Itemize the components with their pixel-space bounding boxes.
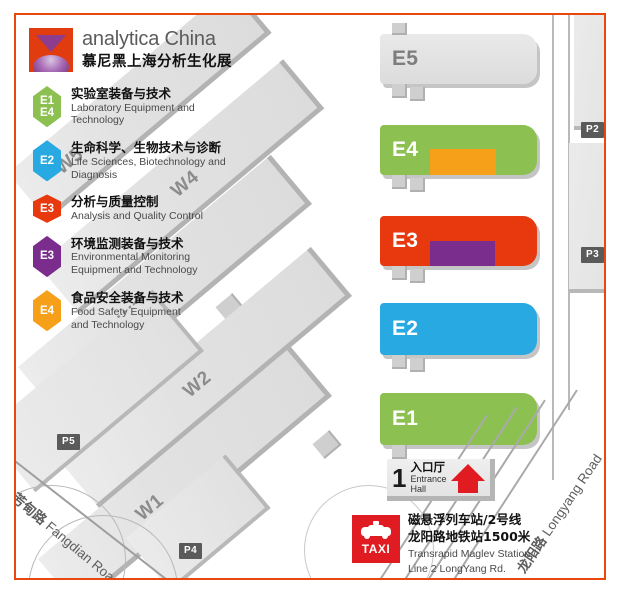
parking-p4-label: P4: [184, 545, 198, 556]
legend-title-en-5: Food Safety Equipment and Technology: [71, 305, 181, 331]
transit-cn-line2: 龙阳路地铁站1500米: [408, 528, 531, 544]
parking-marker-p3[interactable]: P3: [581, 247, 604, 263]
hall-connector-e5-bottom2: [410, 87, 425, 101]
hall-connector-e2-bottom2: [410, 358, 425, 372]
parking-lot-p3: [569, 143, 604, 293]
legend-item-analysis-quality[interactable]: E3 分析与质量控制 Analysis and Quality Control: [23, 194, 368, 223]
entrance-hall-sign[interactable]: 1 入口厅 Entrance Hall: [387, 459, 495, 501]
brand-name-cn: 慕尼黑上海分析生化展: [82, 54, 232, 70]
legend-item-life-sciences[interactable]: E2 生命科学、生物技术与诊断 Life Sciences, Biotechno…: [23, 140, 368, 182]
legend-item-laboratory-equipment[interactable]: E1 E4 实验室装备与技术 Laboratory Equipment and …: [23, 86, 368, 128]
legend-hex-e2: E2: [33, 140, 61, 182]
legend-hex-e1-e4: E1 E4: [33, 86, 61, 128]
legend-title-en-1: Laboratory Equipment and Technology: [71, 101, 195, 127]
brand-logo: analytica China 慕尼黑上海分析生化展: [23, 28, 368, 72]
hall-e4-label: E4: [392, 138, 419, 161]
taxi-badge[interactable]: TAXI: [352, 515, 400, 563]
legend-hex-code-e2: E2: [39, 154, 55, 167]
entrance-label-en-2: Hall: [410, 483, 426, 494]
hall-e4-zone-food-safety: [430, 149, 496, 175]
legend-hex-e3-red: E3: [33, 194, 61, 223]
hall-connector-e5-top: [392, 23, 407, 35]
hall-connector-e4-bottom2: [410, 178, 425, 192]
taxi-label: TAXI: [361, 541, 391, 556]
legend-item-environmental-monitoring[interactable]: E3 环境监测装备与技术 Environmental Monitoring Eq…: [23, 235, 368, 278]
legend-title-cn-5: 食品安全装备与技术: [71, 290, 184, 306]
exhibition-map-frame: W5 W4 W3 W2 W1 E5 E4: [14, 13, 606, 580]
hall-e3-zone-environmental: [430, 241, 495, 266]
legend-hex-code-e3-red: E3: [39, 202, 55, 215]
hall-e1-label: E1: [392, 407, 419, 430]
hall-connector-e5-bottom: [392, 84, 407, 98]
legend-title-en-2: Life Sciences, Biotechnology and Diagnos…: [71, 155, 226, 181]
hall-connector-e4-bottom: [392, 175, 407, 189]
parking-p5-label: P5: [62, 436, 76, 447]
entrance-arrow-icon: [451, 463, 485, 493]
transit-info: 磁悬浮列车站/2号线 龙阳路地铁站1500米 Transrapid Maglev…: [408, 512, 588, 580]
parking-marker-p2[interactable]: P2: [581, 122, 604, 138]
entrance-label-cn: 入口厅: [410, 460, 445, 475]
transit-en-line1: Transrapid Maglev Station /: [408, 547, 537, 560]
legend-panel: analytica China 慕尼黑上海分析生化展 E1 E4 实验室装备与技…: [23, 28, 368, 332]
parking-marker-p5[interactable]: P5: [57, 434, 81, 450]
legend-item-food-safety[interactable]: E4 食品安全装备与技术 Food Safety Equipment and T…: [23, 290, 368, 332]
hall-e2[interactable]: E2: [380, 303, 537, 355]
legend-hex-e4-orange: E4: [33, 290, 61, 332]
legend-title-cn-2: 生命科学、生物技术与诊断: [71, 140, 222, 156]
legend-title-cn-3: 分析与质量控制: [71, 194, 159, 210]
transit-en-line2: Line 2 LongYang Rd.: [408, 563, 506, 576]
legend-hex-code-e4-orange: E4: [39, 304, 55, 317]
brand-name-en: analytica China: [82, 28, 216, 50]
legend-hex-code-e1: E1: [39, 94, 55, 107]
legend-hex-e3-purple: E3: [33, 235, 61, 278]
hall-connector-w2: [312, 430, 342, 459]
hall-connector-e1-bottom: [392, 445, 407, 459]
taxi-car-icon: [361, 520, 391, 539]
hall-e5[interactable]: E5: [380, 34, 537, 84]
analytica-funnel-logo-icon: [29, 28, 73, 72]
parking-p2-label: P2: [586, 124, 600, 135]
parking-marker-p4[interactable]: P4: [179, 543, 203, 559]
transit-cn-line1: 磁悬浮列车站/2号线: [408, 512, 522, 527]
hall-e2-label: E2: [392, 317, 419, 340]
legend-hex-code-e3-purple: E3: [39, 250, 55, 263]
entrance-label-en-1: Entrance: [410, 473, 447, 484]
legend-title-en-3: Analysis and Quality Control: [71, 210, 203, 223]
hall-e4[interactable]: E4: [380, 125, 537, 175]
legend-title-cn-1: 实验室装备与技术: [71, 86, 172, 101]
hall-connector-e3-bottom: [392, 266, 407, 280]
hall-e3-label: E3: [392, 229, 419, 252]
hall-e1[interactable]: E1: [380, 393, 537, 445]
parking-p3-label: P3: [586, 249, 600, 260]
entrance-number: 1: [392, 462, 407, 493]
legend-title-en-4: Environmental Monitoring Equipment and T…: [71, 251, 198, 277]
hall-e5-label: E5: [392, 47, 419, 70]
hall-connector-e3-bottom2: [410, 269, 425, 283]
hall-w2-label: W2: [179, 366, 216, 402]
legend-hex-code-e4: E4: [39, 106, 55, 119]
hall-connector-e2-bottom: [392, 355, 407, 369]
parking-lot-p2: [574, 15, 604, 130]
legend-title-cn-4: 环境监测装备与技术: [71, 235, 184, 251]
road-strip-longyang-inner: [552, 15, 554, 480]
hall-e3[interactable]: E3: [380, 216, 537, 266]
transit-en-line3: Metro Station 1500m: [408, 579, 588, 580]
map-canvas: W5 W4 W3 W2 W1 E5 E4: [16, 15, 604, 578]
